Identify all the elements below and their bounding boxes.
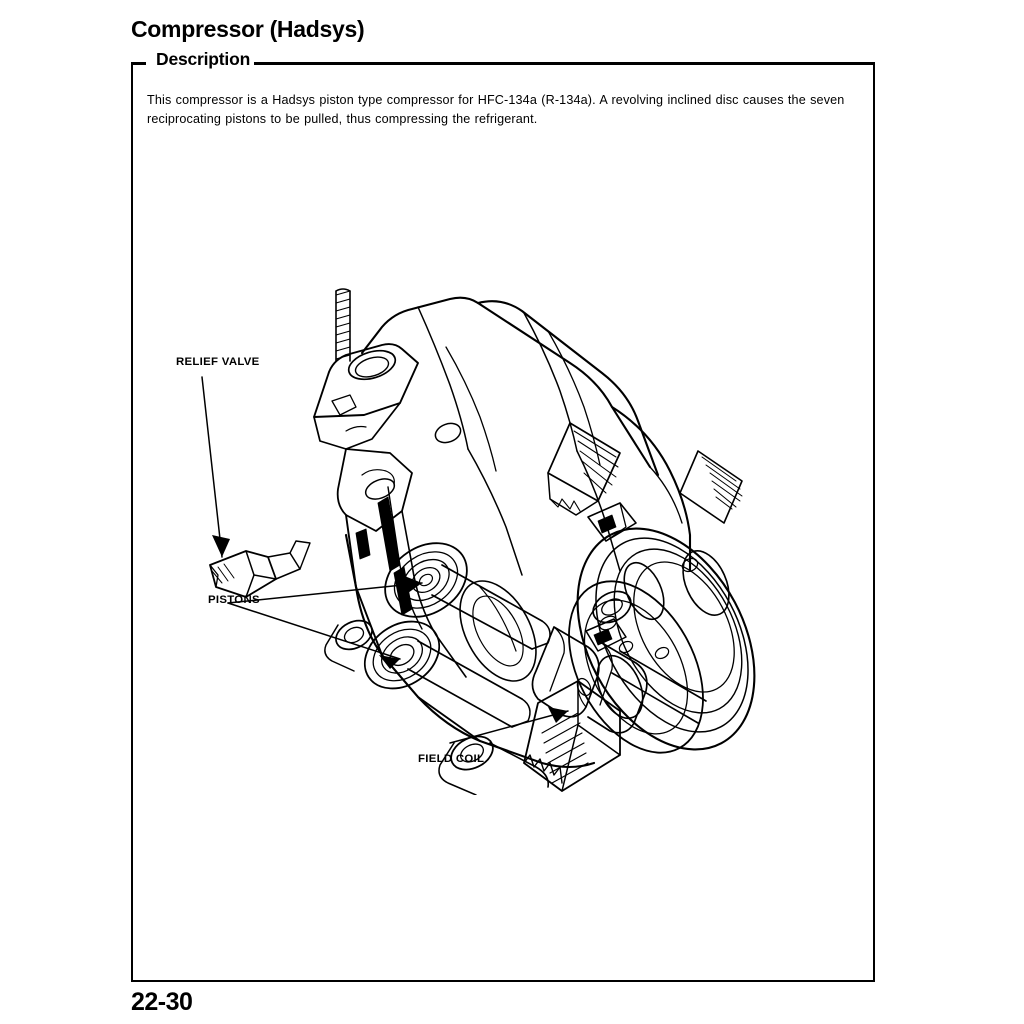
piston-assembly — [363, 542, 707, 734]
callout-label-relief-valve: RELIEF VALVE — [176, 356, 260, 368]
piston-upper — [384, 542, 468, 618]
section-frame-top-rule — [252, 62, 875, 65]
section-frame — [131, 62, 875, 982]
clutch-connector-secondary — [585, 618, 627, 652]
description-paragraph: This compressor is a Hadsys piston type … — [147, 93, 845, 126]
page-title: Compressor (Hadsys) — [131, 16, 365, 42]
page-number: 22-30 — [131, 988, 193, 1016]
clutch-connector — [587, 502, 637, 542]
clutch-pulley-assembly — [547, 422, 756, 754]
leader-field-coil — [449, 710, 569, 744]
pulley-groove-ribs — [679, 450, 743, 524]
mounting-flange — [313, 288, 419, 450]
leader-relief-valve — [201, 376, 223, 558]
field-coil — [523, 680, 621, 792]
section-heading: Description — [152, 49, 255, 70]
leader-pistons-upper — [227, 582, 423, 604]
callout-leaders — [201, 376, 569, 744]
mounting-lugs-lower — [324, 619, 550, 795]
housing-rib-block — [547, 422, 621, 516]
callout-label-field-coil: FIELD COIL — [418, 753, 484, 765]
relief-valve — [209, 540, 311, 598]
mounting-ear-upper — [336, 422, 462, 532]
swash-plate — [459, 580, 537, 682]
callout-label-pistons: PISTONS — [208, 594, 260, 606]
compressor-illustration: RELIEF VALVE PISTONS FIELD COIL — [150, 235, 790, 795]
section-frame-top-stub — [131, 62, 146, 65]
leader-pistons-lower — [227, 602, 401, 660]
threaded-stud — [335, 288, 351, 362]
callout-labels: RELIEF VALVE PISTONS FIELD COIL — [176, 356, 484, 765]
description-body: This compressor is a Hadsys piston type … — [147, 91, 863, 129]
cutaway-section — [345, 486, 481, 742]
compressor-housing — [344, 296, 692, 769]
